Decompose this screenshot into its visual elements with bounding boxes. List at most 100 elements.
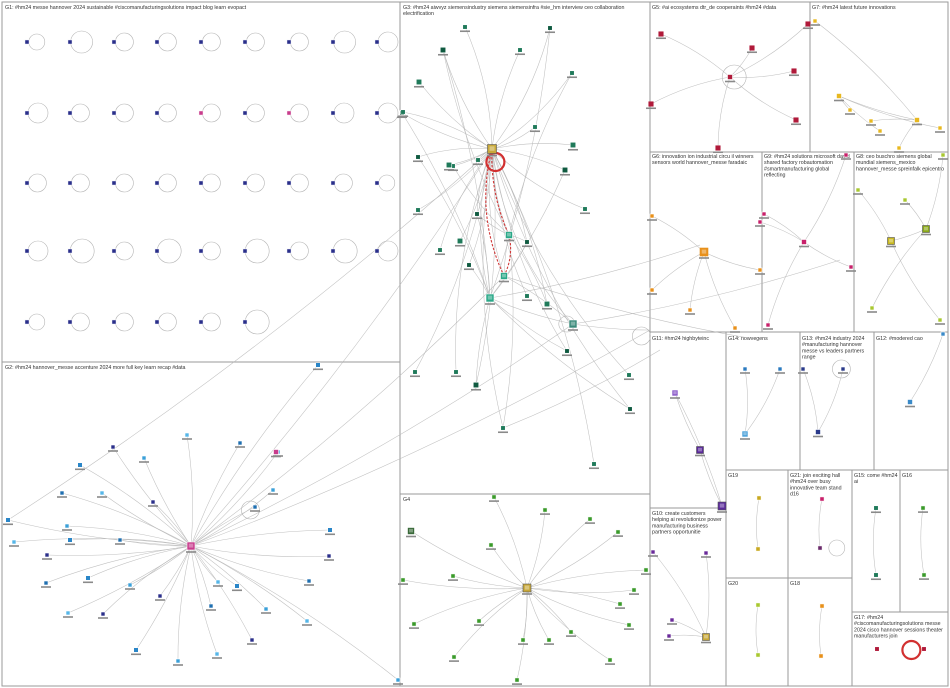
vertex-marker[interactable]: [270, 487, 276, 493]
vertex-node[interactable]: [24, 39, 30, 45]
vertex-marker[interactable]: [24, 39, 30, 45]
vertex-node[interactable]: [695, 446, 705, 457]
vertex-node[interactable]: [374, 110, 380, 116]
vertex-node[interactable]: [567, 70, 577, 79]
vertex-node[interactable]: [186, 541, 196, 553]
vertex-marker[interactable]: [569, 70, 575, 76]
vertex-node[interactable]: [798, 366, 808, 374]
vertex-marker[interactable]: [877, 128, 883, 134]
vertex-marker[interactable]: [631, 587, 637, 593]
vertex-marker[interactable]: [582, 206, 588, 212]
vertex-node[interactable]: [699, 247, 709, 259]
vertex-marker[interactable]: [407, 527, 415, 535]
vertex-node[interactable]: [232, 583, 242, 592]
vertex-marker[interactable]: [186, 541, 196, 551]
vertex-node[interactable]: [115, 537, 125, 545]
vertex-node[interactable]: [125, 582, 135, 590]
vertex-node[interactable]: [24, 110, 30, 116]
vertex-node[interactable]: [63, 610, 73, 618]
vertex-marker[interactable]: [315, 362, 321, 368]
vertex-marker[interactable]: [198, 180, 204, 186]
vertex-marker[interactable]: [214, 651, 220, 657]
vertex-node[interactable]: [871, 572, 881, 581]
vertex-node[interactable]: [212, 651, 222, 659]
vertex-marker[interactable]: [395, 677, 401, 683]
vertex-node[interactable]: [398, 109, 408, 118]
vertex-marker[interactable]: [840, 366, 846, 372]
vertex-node[interactable]: [819, 496, 825, 502]
vertex-marker[interactable]: [67, 537, 73, 543]
vertex-node[interactable]: [471, 381, 481, 391]
vertex-node[interactable]: [154, 180, 160, 186]
vertex-marker[interactable]: [472, 381, 480, 389]
vertex-marker[interactable]: [111, 248, 117, 254]
vertex-marker[interactable]: [439, 46, 447, 54]
vertex-marker[interactable]: [215, 579, 221, 585]
vertex-marker[interactable]: [150, 499, 156, 505]
vertex-marker[interactable]: [64, 523, 70, 529]
vertex-node[interactable]: [613, 529, 623, 537]
vertex-node[interactable]: [667, 617, 677, 625]
vertex-node[interactable]: [940, 331, 946, 337]
vertex-node[interactable]: [173, 658, 183, 666]
vertex-node[interactable]: [485, 293, 495, 305]
vertex-node[interactable]: [522, 239, 532, 248]
vertex-node[interactable]: [111, 180, 117, 186]
vertex-marker[interactable]: [67, 319, 73, 325]
vertex-node[interactable]: [646, 101, 656, 110]
vertex-node[interactable]: [324, 553, 334, 561]
vertex-node[interactable]: [67, 39, 73, 45]
vertex-marker[interactable]: [77, 462, 83, 468]
vertex-marker[interactable]: [117, 537, 123, 543]
vertex-node[interactable]: [111, 319, 117, 325]
vertex-node[interactable]: [451, 369, 461, 378]
vertex-node[interactable]: [242, 110, 248, 116]
vertex-node[interactable]: [409, 621, 419, 629]
vertex-node[interactable]: [560, 166, 570, 176]
vertex-marker[interactable]: [626, 372, 632, 378]
vertex-node[interactable]: [921, 225, 931, 236]
vertex-marker[interactable]: [306, 578, 312, 584]
vertex-marker[interactable]: [491, 494, 497, 500]
vertex-marker[interactable]: [415, 207, 421, 213]
vertex-marker[interactable]: [451, 654, 457, 660]
vertex-node[interactable]: [938, 152, 948, 160]
vertex-marker[interactable]: [869, 305, 875, 311]
vertex-node[interactable]: [799, 239, 809, 248]
vertex-marker[interactable]: [487, 144, 497, 154]
vertex-node[interactable]: [886, 237, 896, 248]
vertex-marker[interactable]: [286, 248, 292, 254]
vertex-marker[interactable]: [791, 68, 797, 74]
vertex-marker[interactable]: [286, 180, 292, 186]
vertex-node[interactable]: [504, 231, 514, 242]
vertex-marker[interactable]: [777, 366, 783, 372]
vertex-marker[interactable]: [111, 39, 117, 45]
vertex-marker[interactable]: [520, 637, 526, 643]
vertex-node[interactable]: [730, 325, 740, 333]
vertex-node[interactable]: [530, 124, 540, 133]
vertex-marker[interactable]: [669, 617, 675, 623]
vertex-marker[interactable]: [532, 124, 538, 130]
vertex-node[interactable]: [919, 572, 929, 580]
vertex-node[interactable]: [670, 389, 680, 399]
vertex-node[interactable]: [3, 517, 13, 526]
vertex-marker[interactable]: [873, 572, 879, 578]
vertex-marker[interactable]: [848, 264, 854, 270]
vertex-node[interactable]: [747, 45, 757, 54]
vertex-node[interactable]: [111, 248, 117, 254]
vertex-node[interactable]: [641, 567, 651, 575]
vertex-node[interactable]: [717, 501, 727, 513]
vertex-node[interactable]: [374, 39, 380, 45]
vertex-node[interactable]: [544, 637, 554, 645]
vertex-marker[interactable]: [561, 166, 569, 174]
vertex-node[interactable]: [67, 319, 73, 325]
vertex-marker[interactable]: [99, 490, 105, 496]
vertex-node[interactable]: [198, 110, 204, 116]
vertex-marker[interactable]: [873, 505, 879, 511]
vertex-marker[interactable]: [500, 425, 506, 431]
vertex-node[interactable]: [853, 187, 863, 195]
vertex-marker[interactable]: [522, 583, 532, 593]
vertex-marker[interactable]: [44, 552, 50, 558]
vertex-node[interactable]: [235, 440, 245, 448]
vertex-marker[interactable]: [907, 399, 913, 405]
